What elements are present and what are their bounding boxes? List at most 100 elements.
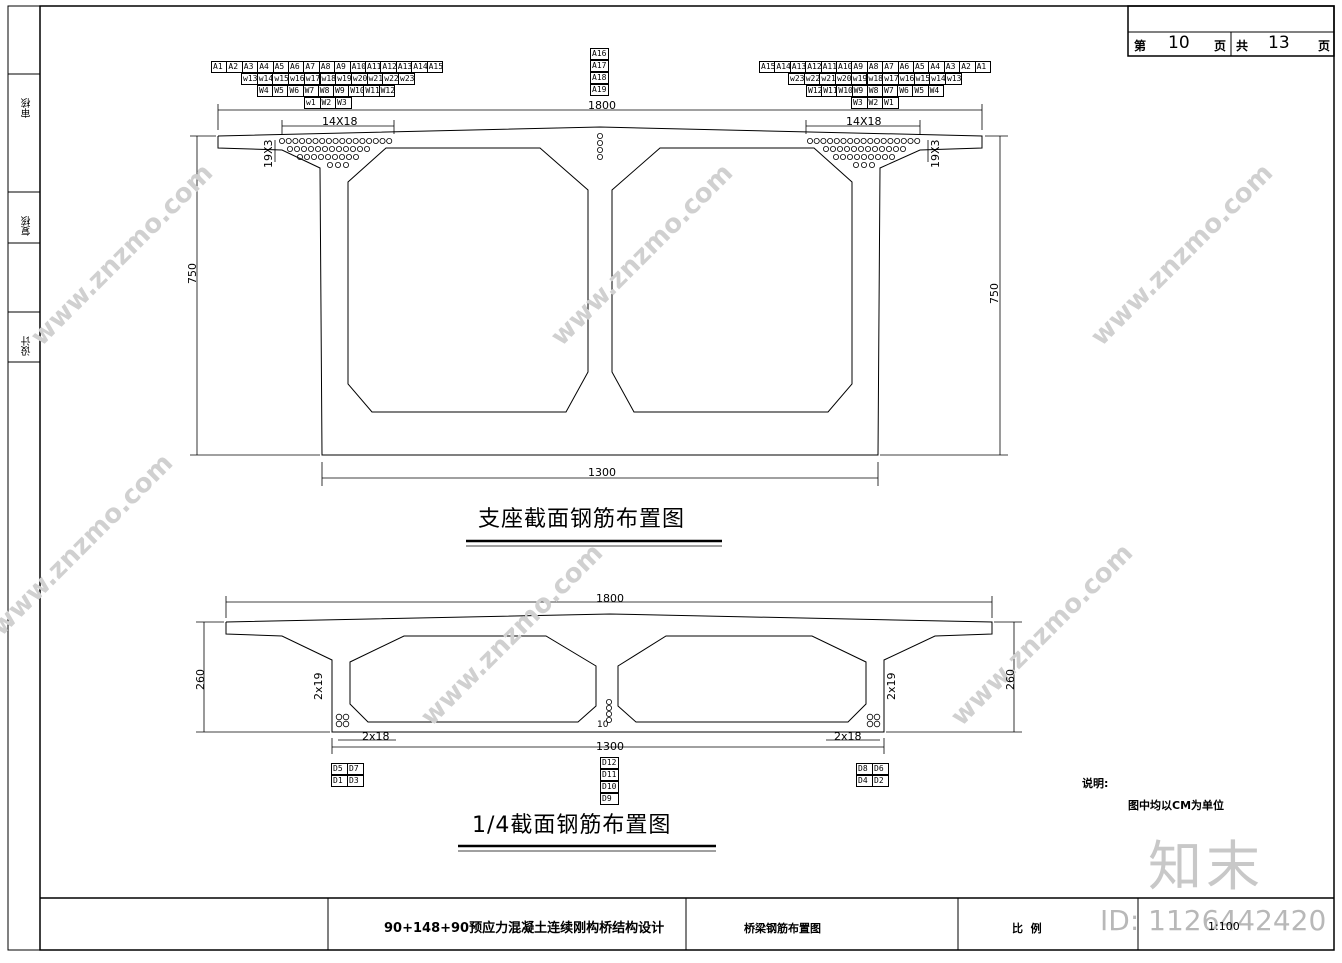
rebar-mid-right	[837, 145, 844, 152]
tag-left-w1: w17	[303, 73, 321, 85]
rebar-web-right	[853, 161, 860, 168]
tag-right-w2: W5	[912, 85, 929, 97]
tag-right-w1: w15	[913, 73, 931, 85]
tag-center-d: D10	[600, 781, 619, 793]
side-label-review: 审核	[22, 98, 33, 118]
tag-left-a: A14	[411, 61, 428, 73]
inner-frame	[39, 5, 1335, 951]
rebar-corner-left	[335, 713, 343, 721]
rebar-top-left	[319, 137, 326, 144]
s1-height-left: 750	[186, 263, 199, 284]
tag-left-a: A10	[349, 61, 367, 73]
rebar-corner-right	[866, 720, 874, 728]
rebar-top-right	[853, 137, 860, 144]
tag-right-w2: W4	[927, 85, 944, 97]
rebar-mid-right	[830, 145, 837, 152]
section2-cell-left	[349, 635, 597, 723]
rebar-top-left	[339, 137, 346, 144]
s2-vspacing-left: 2x19	[312, 672, 325, 700]
section1-cell-right	[611, 147, 853, 413]
tag-right-a: A11	[820, 61, 838, 73]
tag-right-w2: W11	[821, 85, 838, 97]
rebar-low-left	[352, 153, 359, 160]
tag-right-d: D4	[856, 775, 873, 787]
rebar-mid-right	[900, 145, 907, 152]
tag-right-a: A10	[836, 61, 853, 73]
s1-height-right: 750	[988, 283, 1001, 304]
tag-right-w3: W3	[851, 97, 868, 109]
rebar-mid-right	[893, 145, 900, 152]
watermark-brand: 知末	[1148, 835, 1264, 898]
tag-left-w1: w21	[366, 73, 384, 85]
tag-left-a: A1	[211, 61, 228, 73]
tag-left-w2: W7	[302, 85, 319, 97]
tag-left-w1: w13	[241, 73, 258, 85]
rebar-low-right	[875, 153, 882, 160]
tag-left-w1: w20	[350, 73, 368, 85]
rebar-top-right	[820, 137, 827, 144]
tag-right-w1: w16	[897, 73, 915, 85]
tag-left-a: A5	[272, 61, 289, 73]
rebar-top-right	[840, 137, 847, 144]
rebar-top-right	[813, 137, 820, 144]
tag-right-a: A6	[897, 61, 914, 73]
tag-left-a: A7	[303, 61, 320, 73]
tag-right-w2: W10	[836, 85, 853, 97]
rebar-mid-left	[307, 145, 314, 152]
tag-right-a: A2	[959, 61, 976, 73]
tag-left-a: A9	[334, 61, 351, 73]
tag-left-w2: W8	[317, 85, 334, 97]
rebar-low-right	[882, 153, 889, 160]
rebar-low-right	[847, 153, 854, 160]
rebar-mid-right	[851, 145, 858, 152]
rebar-low-right	[840, 153, 847, 160]
tag-right-a: A4	[928, 61, 945, 73]
tag-left-w1: w18	[319, 73, 337, 85]
rebar-mid-right	[886, 145, 893, 152]
page-number: 10	[1168, 33, 1190, 53]
tag-right-w2: W8	[866, 85, 883, 97]
tag-right-w1: w23	[788, 73, 805, 85]
tag-left-w2: W9	[333, 85, 350, 97]
rebar-mid-right	[872, 145, 879, 152]
rebar-mid-left	[314, 145, 321, 152]
rebar-web-left	[342, 161, 349, 168]
rebar-low-left	[303, 153, 310, 160]
rebar-top-right	[887, 137, 894, 144]
tag-left-a: A15	[426, 61, 444, 73]
rebar-corner-right	[873, 720, 881, 728]
s2-spacing-left: 2x18	[362, 730, 390, 743]
rebar-top-right	[807, 137, 814, 144]
notes-text: 图中均以CM为单位	[1128, 799, 1225, 812]
rebar-top-right	[914, 137, 921, 144]
rebar-top-left	[386, 137, 393, 144]
rebar-top-right	[833, 137, 840, 144]
rebar-top-left	[379, 137, 386, 144]
tag-left-w3: W3	[335, 97, 352, 109]
s2-center-mark: 10	[597, 720, 609, 730]
rebar-corner-right	[873, 713, 881, 721]
rebar-top-right	[874, 137, 881, 144]
rebar-low-left	[338, 153, 345, 160]
scale-label: 比 例	[1012, 922, 1042, 935]
tag-left-a: A3	[241, 61, 259, 73]
rebar-low-right	[868, 153, 875, 160]
rebar-mid-left	[342, 145, 349, 152]
rebar-corner-left	[342, 713, 350, 721]
tag-right-a: A9	[851, 61, 868, 73]
s2-height-left: 260	[194, 669, 207, 690]
rebar-top-left	[285, 137, 292, 144]
tag-right-a: A8	[866, 61, 884, 73]
rebar-mid-left	[300, 145, 307, 152]
rebar-low-left	[310, 153, 317, 160]
tag-left-a: A13	[395, 61, 413, 73]
section1-dims	[190, 104, 1008, 547]
rebar-top-left	[278, 137, 285, 144]
page-label-2: 页	[1214, 39, 1227, 53]
rebar-center-web	[606, 705, 613, 712]
total-label: 共	[1236, 39, 1249, 53]
rebar-mid-left	[321, 145, 328, 152]
rebar-mid-right	[844, 145, 851, 152]
tag-left-a: A8	[318, 61, 336, 73]
rebar-low-right	[861, 153, 868, 160]
